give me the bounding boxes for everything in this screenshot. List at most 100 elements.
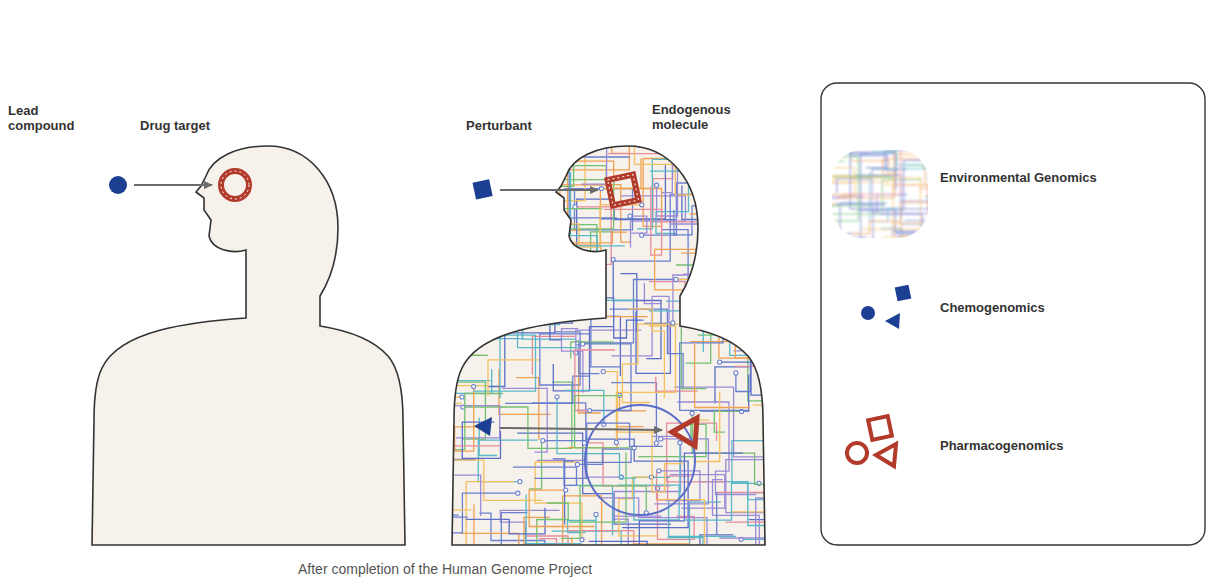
pathway-line [905, 150, 928, 165]
pathway-line [838, 238, 877, 239]
legend-square-outline [868, 416, 892, 440]
pathway-line [500, 225, 569, 259]
pathway-line [923, 168, 929, 184]
arrow [500, 428, 662, 430]
pathway-line [483, 232, 539, 276]
pathway-node [500, 162, 504, 166]
pathway-line [451, 279, 561, 338]
pathway-line [576, 330, 642, 353]
pathway-line [733, 546, 789, 584]
pathway-line [522, 282, 576, 339]
pathway-line [699, 482, 779, 540]
pathway-node [671, 321, 675, 325]
pathway-node [774, 177, 778, 181]
pathway-line [873, 152, 928, 166]
pathway-line [775, 200, 822, 299]
pathway-line [616, 326, 675, 442]
pathway-node [678, 441, 682, 445]
pathway-line [488, 318, 593, 386]
pathway-line [630, 216, 647, 233]
pathway-line [561, 205, 642, 247]
pathway-node [655, 183, 659, 187]
pathway-line [553, 327, 613, 391]
pathway-line [674, 206, 728, 235]
pathway-line [731, 117, 792, 169]
pathway-line [832, 157, 893, 221]
pathway-line [681, 324, 728, 389]
pathway-line [676, 279, 726, 312]
pathway-node [721, 188, 725, 192]
pathway-node [565, 241, 569, 245]
pathway-line [755, 481, 824, 493]
pathway-line [589, 541, 678, 578]
pathway-line [534, 423, 662, 478]
pathway-node [516, 491, 520, 495]
arrow [500, 189, 598, 191]
pathway-line [884, 185, 928, 210]
pathway-line [726, 522, 784, 564]
human-outline [452, 146, 765, 545]
pathway-line [832, 150, 840, 206]
pathway-line [650, 140, 713, 171]
pathway-line [926, 196, 928, 238]
pathway-line [599, 165, 665, 219]
pathway-line [784, 426, 805, 475]
pathway-line [732, 441, 782, 484]
pathway-node [545, 133, 549, 137]
pathway-line [388, 190, 489, 298]
pathway-node [518, 480, 522, 484]
pathway-line [529, 490, 594, 526]
pathway-line [568, 144, 630, 230]
pathway-line [695, 344, 751, 407]
pathway-node [614, 440, 618, 444]
square-texture [608, 175, 639, 206]
pathway-cycle [585, 405, 695, 515]
pathway-line [654, 439, 708, 504]
pathway-line [410, 496, 472, 510]
pathway-line [832, 161, 845, 206]
pathway-node [708, 248, 712, 252]
pathway-node [472, 384, 476, 388]
pathway-line [686, 317, 711, 363]
pathway-line [726, 460, 787, 582]
pathway-line [703, 145, 754, 190]
pathway-line [832, 206, 871, 238]
pathway-node [543, 580, 547, 584]
pathway-line [755, 155, 806, 221]
pathway-node [772, 230, 776, 234]
human-silhouette [452, 146, 765, 545]
pathway-line [408, 216, 458, 243]
pathway-node [628, 214, 632, 218]
pathway-node [608, 57, 612, 61]
pathway-line [726, 241, 792, 274]
pathway-line [536, 125, 569, 178]
pathway-node [582, 441, 586, 445]
pathway-line [587, 245, 648, 316]
pathway-line [883, 159, 928, 187]
pathway-line [925, 150, 928, 196]
pathway-line [731, 498, 788, 566]
pathway-line [457, 190, 510, 243]
pathway-line [655, 249, 700, 289]
pathway-line [518, 298, 578, 348]
pathway-line [859, 223, 925, 238]
pathway-line [734, 303, 789, 366]
pathway-line [894, 150, 928, 164]
pathway-line [568, 485, 612, 535]
pathway-line [548, 161, 614, 185]
pathway-node [659, 437, 663, 441]
pathway-node [640, 203, 644, 207]
pathway-line [518, 225, 597, 284]
pathway-node [522, 553, 526, 557]
pathway-line [514, 158, 526, 177]
pathway-line [413, 158, 491, 248]
pathway-line [610, 309, 684, 388]
pathway-line [850, 221, 899, 234]
pathway-line [422, 403, 543, 500]
pathway-node [562, 227, 566, 231]
pathway-node [743, 321, 747, 325]
pathway-line [500, 233, 527, 298]
pathway-line [511, 238, 541, 290]
pathway-line [656, 165, 703, 234]
